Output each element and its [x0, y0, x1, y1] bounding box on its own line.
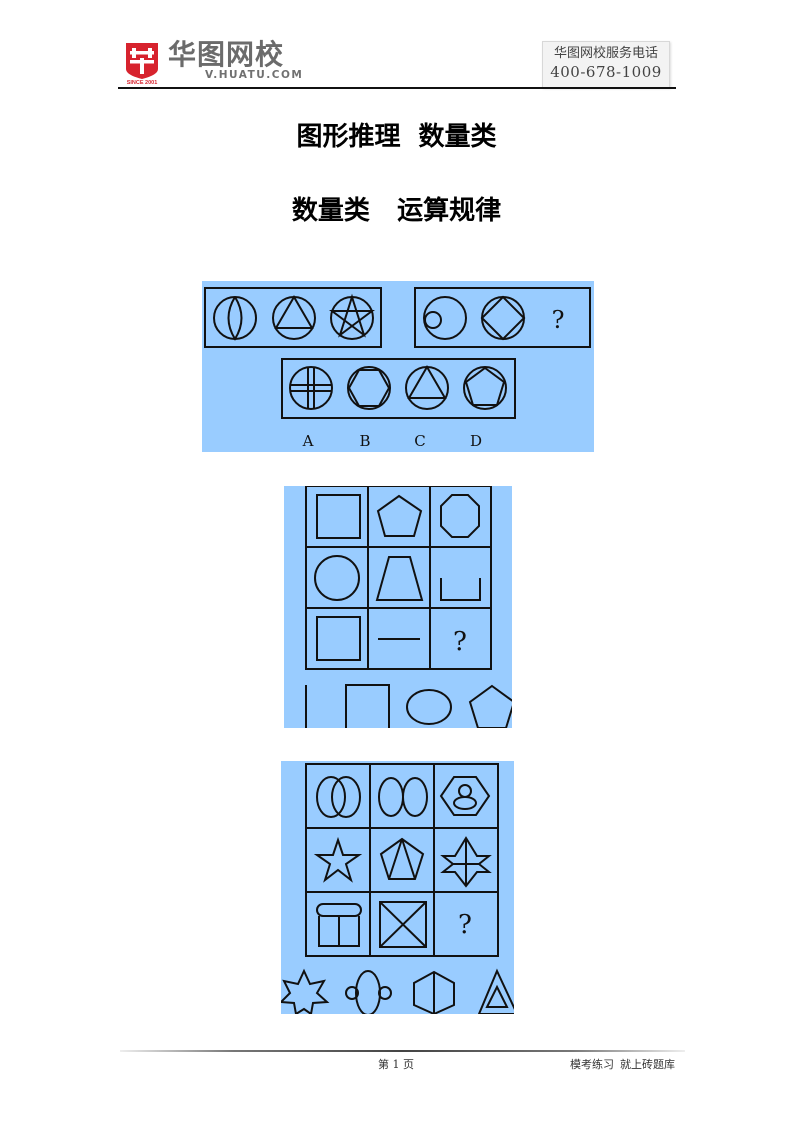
- circle-with-small-circle-icon: [423, 296, 467, 340]
- footer-slogan-1: 模考练习: [570, 1058, 614, 1071]
- option-a-circle-with-cross-icon[interactable]: [289, 366, 333, 410]
- option-label-b: B: [359, 432, 370, 450]
- rounded-box-with-divider-icon: [316, 903, 362, 947]
- service-phone-box: 华图网校服务电话 400-678-1009: [542, 41, 670, 88]
- footer-divider: [120, 1050, 685, 1052]
- option-nested-triangles-icon[interactable]: [477, 968, 514, 1014]
- circle-icon: [314, 555, 360, 601]
- question-mark: ?: [552, 306, 565, 334]
- puzzle-1-options: [281, 358, 516, 419]
- trapezoid-icon: [375, 556, 424, 601]
- square-icon: [316, 494, 361, 539]
- logo-url: V.HUATU.COM: [205, 69, 304, 81]
- option-label-d: D: [470, 432, 482, 450]
- option-ellipse-icon[interactable]: [406, 689, 452, 725]
- option-hexagon-with-line-icon[interactable]: [413, 970, 455, 1014]
- footer-slogan: 模考练习就上砖题库: [570, 1056, 681, 1072]
- pentagon-icon: [376, 494, 423, 537]
- page-title: 图形推理 数量类: [296, 122, 497, 152]
- puzzle-3-image: ?: [281, 761, 514, 1014]
- circle-with-pentagram-icon: [329, 293, 375, 340]
- header-divider: [118, 87, 676, 89]
- svg-text:SINCE 2001: SINCE 2001: [127, 80, 158, 85]
- section-title: 数量类 运算规律: [291, 196, 502, 226]
- puzzle-3-options: [281, 968, 514, 1014]
- circle-with-diamond-icon: [480, 295, 526, 341]
- option-label-c: C: [414, 432, 425, 450]
- puzzle-2-grid: [305, 486, 492, 670]
- option-square-icon[interactable]: [345, 684, 390, 728]
- puzzle-3-grid: [305, 763, 499, 957]
- puzzle-2-options: [305, 684, 512, 728]
- service-label: 华图网校服务电话: [553, 46, 658, 61]
- page-number: 第 1 页: [378, 1058, 414, 1071]
- puzzle-1-image: ? A B C D: [202, 281, 594, 452]
- question-mark: ?: [453, 627, 467, 657]
- open-bracket-icon: [440, 578, 481, 601]
- touching-ellipses-icon: [378, 777, 428, 817]
- pentagon-with-triangle-icon: [379, 837, 425, 880]
- option-d-circle-with-pentagon-icon[interactable]: [463, 366, 507, 410]
- star-icon: [313, 836, 363, 883]
- service-phone: 400-678-1009: [550, 63, 662, 81]
- square-with-x-icon: [379, 901, 427, 948]
- logo-wordmark: 华图网校: [168, 38, 285, 71]
- puzzle-2-image: ?: [284, 486, 512, 728]
- option-label-a: A: [302, 432, 314, 450]
- option-b-circle-with-hexagon-icon[interactable]: [347, 366, 391, 410]
- option-c-circle-with-triangle-icon[interactable]: [405, 365, 449, 410]
- option-seven-point-star-icon[interactable]: [281, 968, 330, 1014]
- circle-with-triangle-icon: [272, 295, 316, 340]
- circle-with-arcs-icon: [213, 296, 257, 341]
- octagon-icon: [440, 494, 480, 538]
- question-mark: ?: [458, 910, 472, 940]
- logo-badge-icon: SINCE 2001: [124, 41, 160, 86]
- option-pentagon-icon[interactable]: [468, 684, 512, 728]
- overlapping-ellipses-icon: [316, 776, 361, 818]
- puzzle-1-given-group-1: [204, 287, 382, 348]
- puzzle-1-given-group-2: ?: [414, 287, 591, 348]
- footer-slogan-2: 就上砖题库: [620, 1058, 675, 1071]
- square-icon: [316, 616, 361, 661]
- hexagram-with-cross-icon: [440, 836, 492, 888]
- option-ellipse-with-two-circles-icon[interactable]: [345, 970, 392, 1014]
- hexagon-with-person-icon: [439, 776, 491, 816]
